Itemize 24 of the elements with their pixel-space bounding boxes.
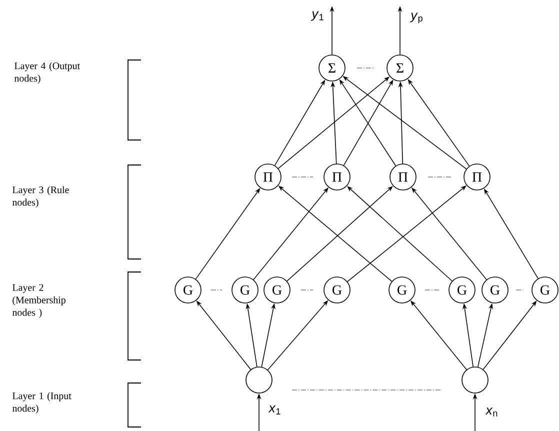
- layer-label: Layer 4 (Output nodes): [14, 62, 80, 84]
- neuron-node: G: [264, 276, 290, 304]
- edge-label: y$_{p}$: [410, 12, 422, 24]
- neuron-node: Π: [254, 164, 282, 190]
- neuron-node: G: [232, 276, 258, 304]
- neuron-node: Σ: [318, 54, 346, 82]
- layer-label: Layer 1 (Input nodes): [12, 392, 72, 414]
- neuron-node: G: [388, 276, 416, 304]
- input-node: [246, 366, 272, 394]
- neuron-node: G: [324, 276, 350, 304]
- layer-label: Layer 2 (Membership nodes ): [12, 284, 66, 318]
- neuron-node: G: [532, 276, 558, 304]
- neuron-node: Σ: [386, 54, 414, 82]
- edge-label: x$_{1}$: [268, 406, 280, 414]
- neuron-node: G: [174, 276, 202, 304]
- input-node: [462, 366, 488, 394]
- edge-label: x$_{n}$: [485, 408, 498, 416]
- neuron-node: Π: [464, 164, 490, 190]
- layer-label: Layer 3 (Rule nodes): [12, 186, 69, 208]
- neuron-node: Π: [390, 164, 416, 190]
- edge-label: y$_{1}$: [310, 11, 324, 21]
- neuron-node: G: [482, 276, 508, 304]
- neuron-node: G: [448, 276, 476, 304]
- neuron-node: Π: [324, 164, 350, 190]
